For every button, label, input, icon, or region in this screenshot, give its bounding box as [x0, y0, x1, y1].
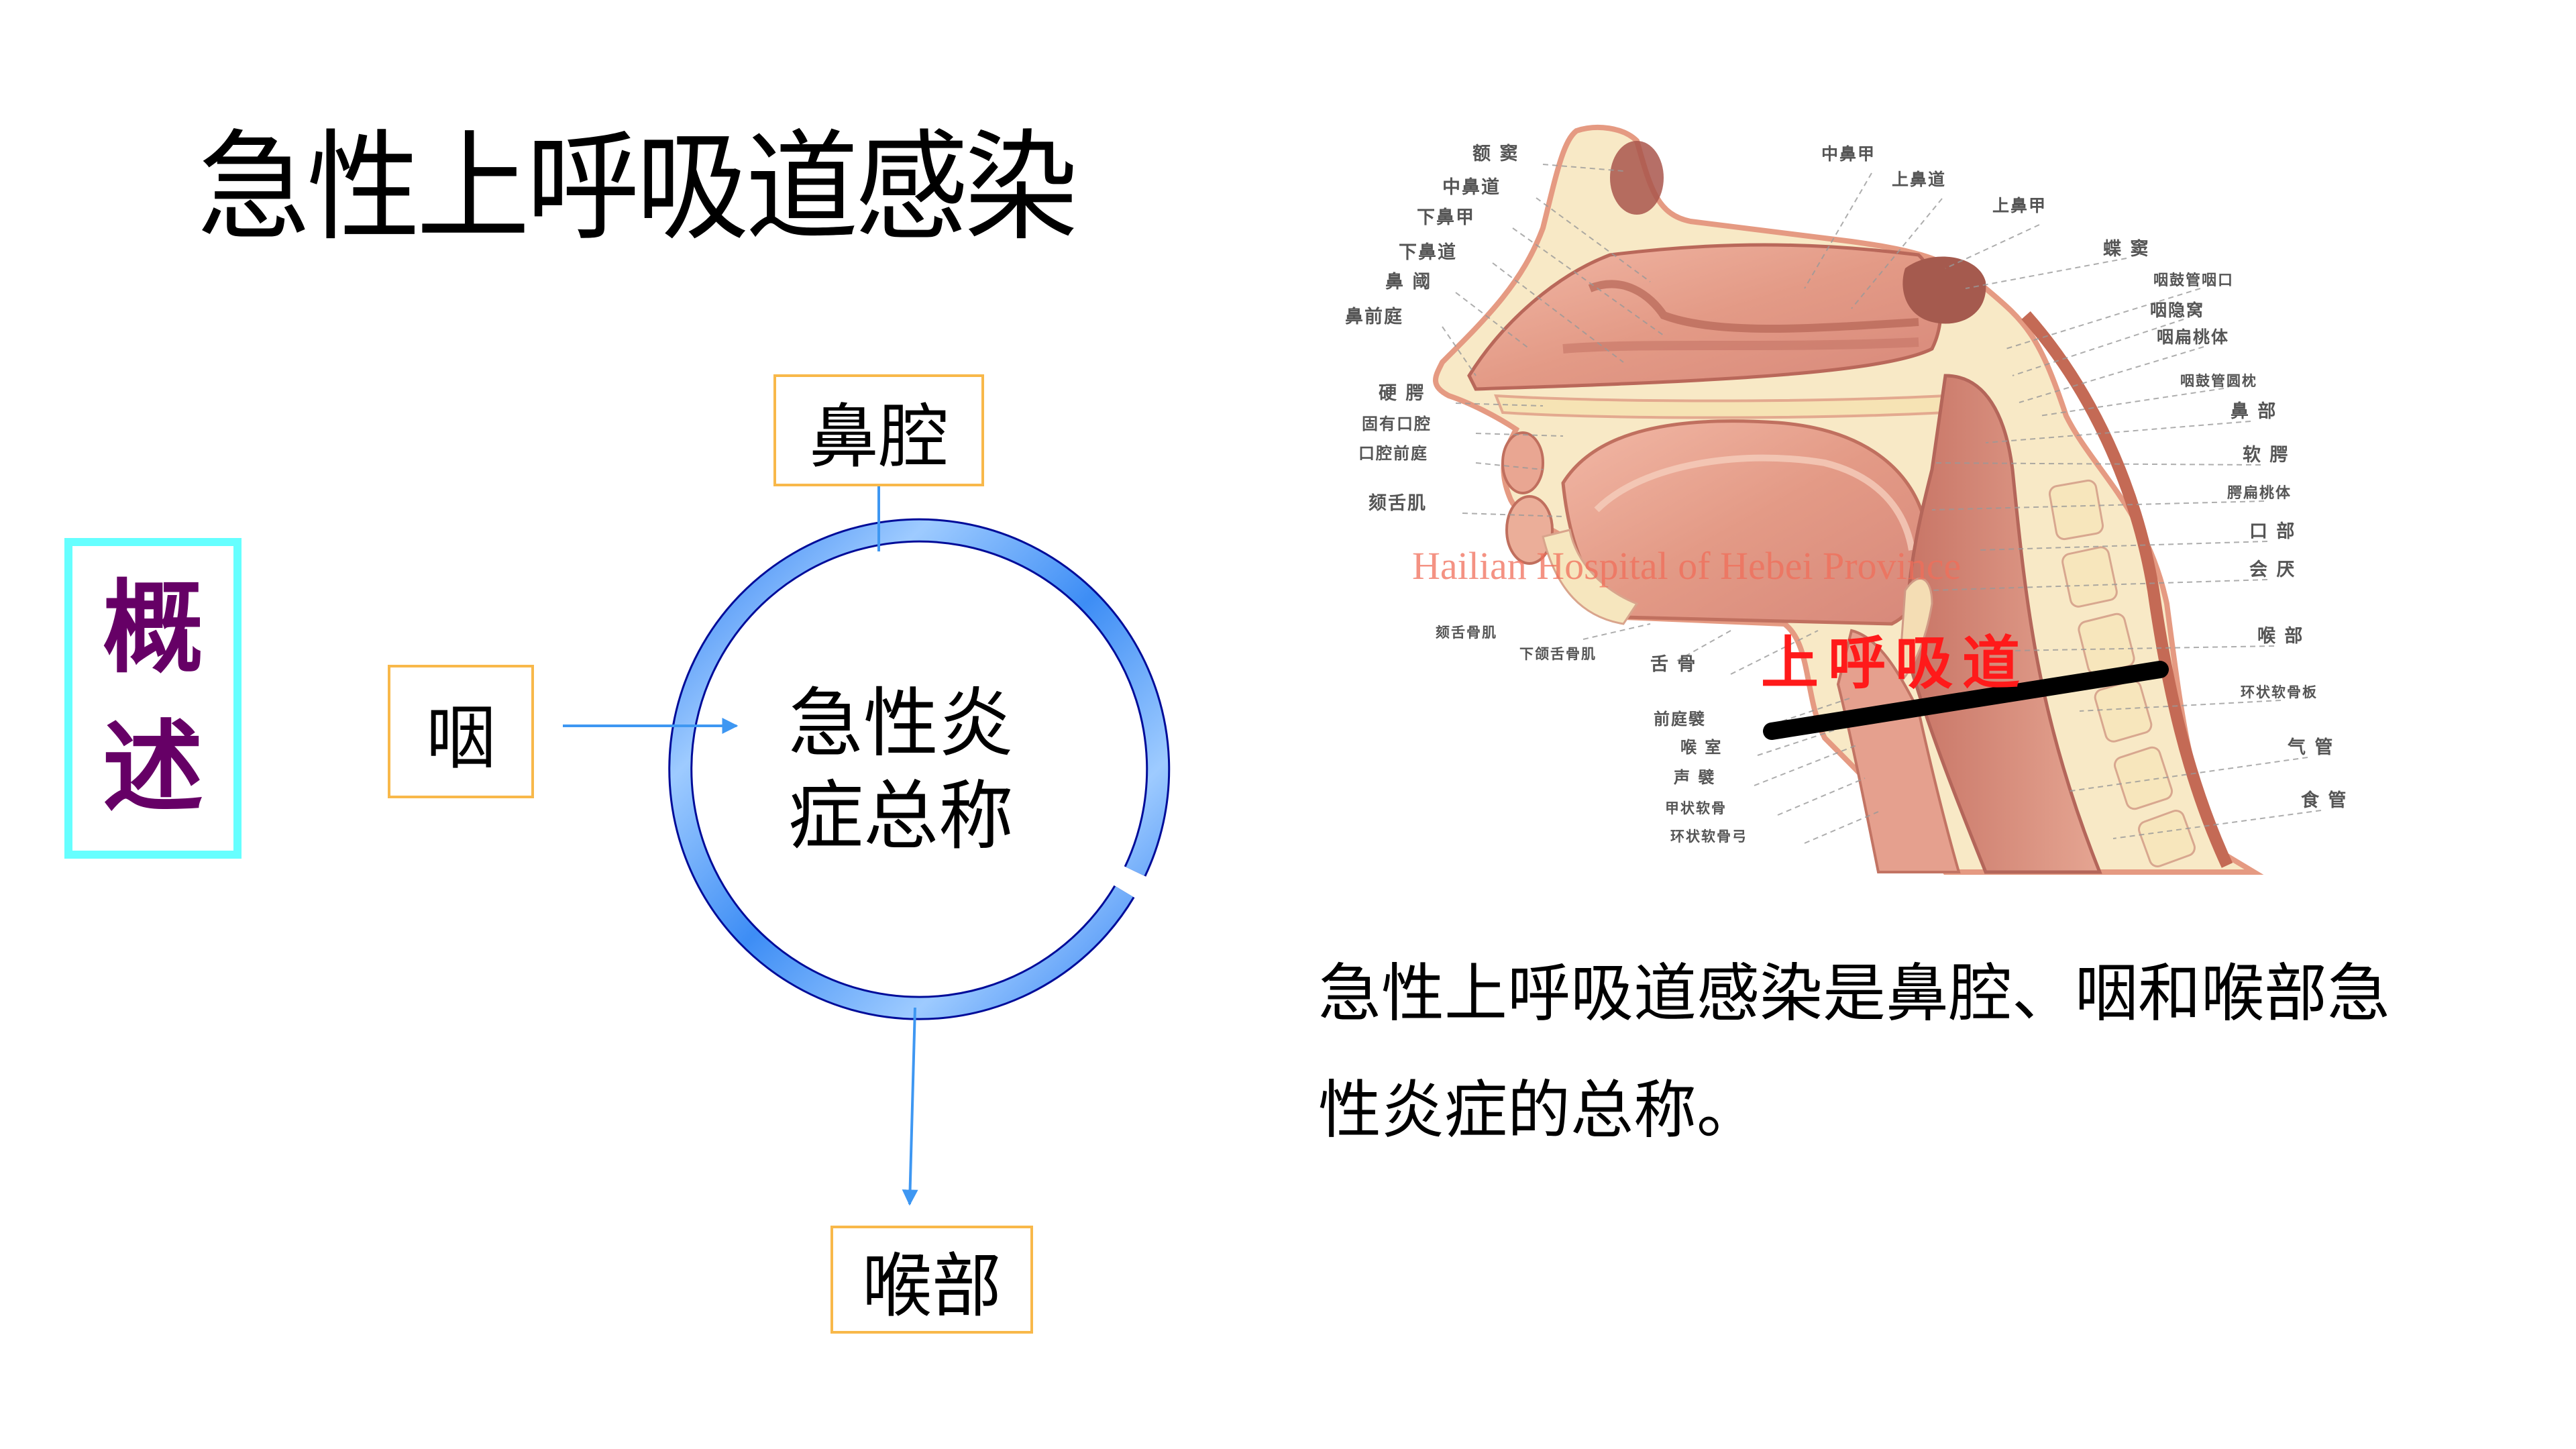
anatomy-label: 鼻前庭 — [1345, 307, 1403, 327]
anatomy-label: 颏舌骨肌 — [1436, 624, 1497, 641]
anatomy-label: 咽扁桃体 — [2157, 327, 2230, 347]
anatomy-label: 食 管 — [2301, 790, 2348, 811]
ring-icon — [668, 518, 1171, 1020]
anatomy-label: 软 腭 — [2243, 445, 2290, 466]
slide-title: 急性上呼吸道感染 — [197, 118, 1078, 257]
anatomy-label: 声 襞 — [1674, 767, 1716, 787]
anatomy-label: 上鼻甲 — [1992, 196, 2047, 215]
anatomy-label: 会 厌 — [2249, 559, 2296, 580]
overview-badge-char-1: 概 — [102, 570, 203, 687]
anatomy-label: 甲状软骨 — [1665, 800, 1727, 816]
node-pharynx: 咽 — [388, 665, 534, 798]
anatomy-watermark: Hailian Hospital of Hebei Province — [1412, 544, 1962, 588]
center-text-line-2: 症总称 — [788, 773, 1014, 860]
diagram-center-text: 急性炎 症总称 — [780, 678, 1022, 863]
node-larynx: 喉部 — [830, 1226, 1033, 1334]
anatomy-label: 咽隐窝 — [2150, 301, 2205, 320]
anatomy-label: 口腔前庭 — [1358, 443, 1428, 463]
anatomy-label: 舌 骨 — [1650, 654, 1697, 675]
anatomy-label: 中鼻道 — [1442, 177, 1501, 198]
anatomy-label: 硬 腭 — [1379, 383, 1426, 404]
anatomy-label: 上鼻道 — [1892, 170, 1947, 189]
anatomy-label: 下鼻道 — [1399, 242, 1457, 263]
center-text-line-1: 急性炎 — [788, 680, 1014, 767]
anatomy-label: 下鼻甲 — [1417, 207, 1475, 228]
anatomy-label: 气 管 — [2288, 737, 2334, 758]
description-line-2: 性炎症的总称。 — [1318, 1074, 1760, 1147]
node-nasal-cavity: 鼻腔 — [773, 374, 984, 486]
anatomy-label: 颏舌肌 — [1368, 493, 1427, 514]
overview-badge: 概 述 — [64, 538, 241, 859]
anatomy-label: 腭扁桃体 — [2227, 484, 2292, 502]
anatomy-label: 前庭襞 — [1654, 709, 1706, 729]
anatomy-label: 下颌舌骨肌 — [1519, 645, 1597, 662]
anatomy-label: 蝶 窦 — [2103, 239, 2150, 260]
anatomy-label: 喉 室 — [1680, 737, 1723, 757]
description-text: 急性上呼吸道感染是鼻腔、咽和喉部急 性炎症的总称。 — [1318, 936, 2459, 1169]
anatomy-label: 喉 部 — [2257, 626, 2304, 647]
upper-airway-label: 上呼吸道 — [1761, 630, 2029, 697]
anatomy-label: 环状软骨弓 — [1670, 828, 1748, 845]
overview-badge-char-2: 述 — [102, 710, 203, 826]
anatomy-label: 中鼻甲 — [1821, 144, 1876, 164]
anatomy-label: 鼻 阈 — [1385, 272, 1432, 292]
description-line-1: 急性上呼吸道感染是鼻腔、咽和喉部急 — [1318, 957, 2391, 1030]
anatomy-label: 环状软骨板 — [2241, 684, 2318, 700]
anatomy-label: 咽鼓管圆枕 — [2180, 372, 2257, 389]
anatomy-label: 鼻 部 — [2231, 401, 2277, 422]
airway-boundary-bar — [1763, 661, 2169, 740]
anatomy-label: 固有口腔 — [1362, 414, 1432, 433]
arrow-to-larynx — [902, 1007, 918, 1206]
anatomy-label: 额 窦 — [1472, 144, 1519, 164]
anatomy-label: 咽鼓管咽口 — [2153, 272, 2235, 289]
anatomy-label: 口 部 — [2249, 521, 2296, 542]
